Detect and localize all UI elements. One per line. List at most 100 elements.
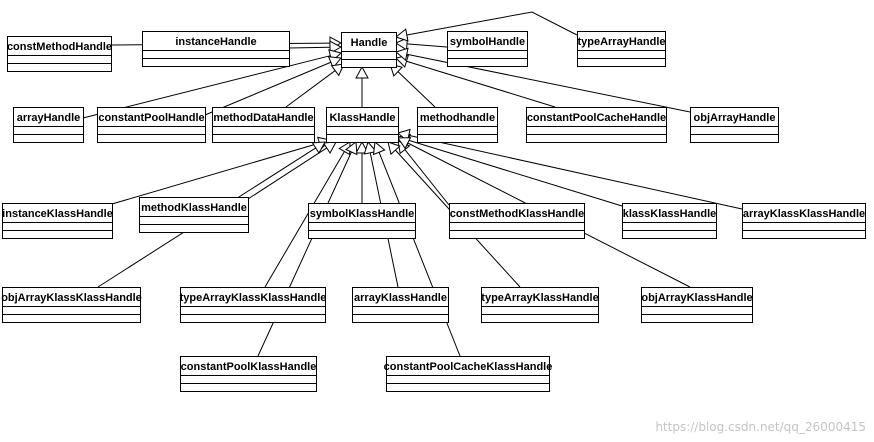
class-box-frame: [417, 107, 498, 143]
class-name: constantPoolCacheKlassHandle: [384, 361, 553, 373]
class-name: constantPoolCacheHandle: [527, 112, 666, 124]
class-name: arrayKlassHandle: [354, 292, 447, 304]
class-name: methodDataHandle: [213, 112, 313, 124]
class-box-constMethodHandle[interactable]: constMethodHandle: [7, 36, 112, 72]
generalization-instanceHandle-to-Handle: [288, 40, 343, 55]
class-box-frame: [7, 36, 112, 72]
inheritance-arrowhead: [387, 141, 401, 156]
class-box-typeArrayKlassKlassHandle[interactable]: typeArrayKlassKlassHandle: [180, 287, 327, 323]
class-box-KlassHandle[interactable]: KlassHandle: [326, 107, 399, 143]
edge-line: [406, 11, 578, 36]
class-box-objArrayKlassHandle[interactable]: objArrayKlassHandle: [641, 287, 753, 323]
inheritance-arrowhead: [363, 140, 378, 155]
edge-line: [288, 46, 331, 49]
inheritance-arrowhead: [372, 141, 386, 156]
class-box-instanceHandle[interactable]: instanceHandle: [142, 31, 290, 67]
class-name: methodhandle: [420, 112, 495, 124]
inheritance-arrowhead: [344, 141, 358, 156]
edge-line: [247, 147, 328, 200]
class-box-frame: [97, 107, 206, 143]
class-box-frame: [352, 287, 449, 323]
class-box-constantPoolCacheKlassHandle[interactable]: constantPoolCacheKlassHandle: [384, 356, 553, 392]
class-box-frame: [622, 203, 717, 239]
class-box-constantPoolHandle[interactable]: constantPoolHandle: [97, 107, 206, 143]
class-name: constantPoolHandle: [98, 112, 204, 124]
class-name: symbolHandle: [450, 36, 525, 48]
class-name: typeArrayKlassKlassHandle: [180, 292, 327, 304]
class-box-arrayKlassHandle[interactable]: arrayKlassHandle: [352, 287, 449, 323]
class-boxes: Handle constMethodHandle instanceHandle sym…: [1, 31, 866, 392]
class-box-frame: [2, 203, 113, 239]
class-name: objArrayKlassHandle: [641, 292, 752, 304]
class-box-typeArrayKlassHandle[interactable]: typeArrayKlassHandle: [481, 287, 599, 323]
class-box-frame: [447, 31, 528, 67]
inheritance-arrowhead: [397, 137, 412, 150]
class-box-klassKlassHandle[interactable]: klassKlassHandle: [622, 203, 717, 239]
class-box-methodKlassHandle[interactable]: methodKlassHandle: [139, 197, 249, 233]
class-box-typeArrayHandle[interactable]: typeArrayHandle: [577, 31, 666, 67]
class-box-arrayKlassKlassHandle[interactable]: arrayKlassKlassHandle: [742, 203, 866, 239]
class-box-symbolKlassHandle[interactable]: symbolKlassHandle: [308, 203, 416, 239]
edge-line: [408, 134, 743, 210]
class-name: instanceKlassHandle: [2, 208, 113, 220]
class-box-frame: [386, 356, 550, 392]
class-box-constantPoolCacheHandle[interactable]: constantPoolCacheHandle: [526, 107, 667, 143]
generalization-methodKlassHandle-to-KlassHandle: [247, 141, 337, 200]
generalization-constantPoolKlassHandle-to-KlassHandle: [257, 141, 358, 357]
class-box-frame: [742, 203, 866, 239]
edge-line: [404, 149, 450, 206]
generalization-methodhandle-to-Handle: [389, 63, 436, 108]
edge-line: [397, 71, 436, 108]
class-name: arrayKlassKlassHandle: [743, 208, 865, 220]
inheritance-arrowhead: [355, 65, 369, 79]
class-box-frame: [212, 107, 315, 143]
edge-line: [264, 151, 345, 288]
class-name: methodKlassHandle: [141, 202, 247, 214]
class-box-constantPoolKlassHandle[interactable]: constantPoolKlassHandle: [180, 356, 317, 392]
class-name: typeArrayKlassHandle: [481, 292, 598, 304]
class-box-instanceKlassHandle[interactable]: instanceKlassHandle: [2, 203, 113, 239]
class-box-frame: [341, 32, 397, 68]
class-box-frame: [481, 287, 599, 323]
class-box-arrayHandle[interactable]: arrayHandle: [13, 107, 84, 143]
inheritance-arrowhead: [394, 47, 409, 62]
class-box-frame: [180, 356, 317, 392]
class-name: constMethodHandle: [7, 41, 112, 53]
class-box-frame: [449, 203, 585, 239]
inheritance-arrowhead: [394, 28, 409, 42]
generalization-typeArrayHandle-to-Handle: [394, 11, 578, 42]
class-name: typeArrayHandle: [577, 36, 665, 48]
class-box-symbolHandle[interactable]: symbolHandle: [447, 31, 528, 67]
class-name: klassKlassHandle: [623, 208, 717, 220]
generalization-constantPoolHandle-to-Handle: [204, 56, 342, 116]
class-box-objArrayHandle[interactable]: objArrayHandle: [690, 107, 779, 143]
inheritance-arrowhead: [311, 141, 326, 154]
edge-line: [408, 139, 623, 207]
edge-line: [111, 142, 320, 205]
inheritance-arrowhead: [394, 37, 408, 51]
class-name: Handle: [351, 37, 388, 49]
class-name: constantPoolKlassHandle: [181, 361, 317, 373]
generalization-methodDataHandle-to-Handle: [285, 63, 345, 108]
class-name: arrayHandle: [17, 112, 81, 124]
class-name: objArrayHandle: [694, 112, 776, 124]
class-name: constMethodKlassHandle: [450, 208, 584, 220]
inheritance-arrowhead: [322, 141, 337, 154]
class-box-frame: [142, 31, 290, 67]
edge-line: [406, 60, 556, 108]
class-box-frame: [526, 107, 667, 143]
class-box-objArrayKlassKlassHandle[interactable]: objArrayKlassKlassHandle: [1, 287, 142, 323]
class-name: KlassHandle: [329, 112, 395, 124]
inheritance-arrowhead: [329, 40, 343, 55]
generalization-symbolHandle-to-Handle: [394, 37, 448, 51]
edge-line: [257, 151, 352, 357]
class-box-constMethodKlassHandle[interactable]: constMethodKlassHandle: [449, 203, 585, 239]
class-box-methodhandle[interactable]: methodhandle: [417, 107, 498, 143]
inheritance-arrowhead: [330, 63, 345, 77]
class-box-Handle[interactable]: Handle: [341, 32, 397, 68]
class-box-frame: [641, 287, 753, 323]
class-box-frame: [139, 197, 249, 233]
class-box-methodDataHandle[interactable]: methodDataHandle: [212, 107, 315, 143]
class-box-frame: [13, 107, 84, 143]
